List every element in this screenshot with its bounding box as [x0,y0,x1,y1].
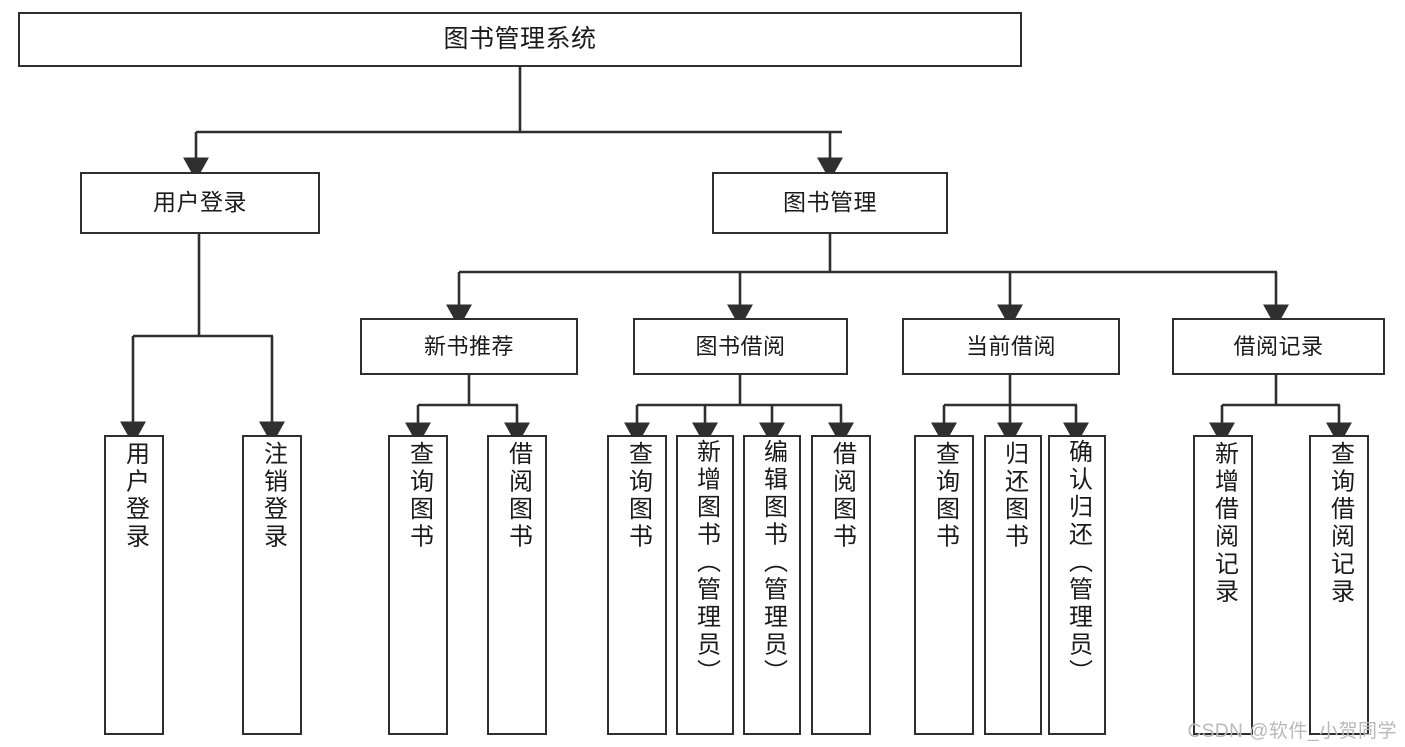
leaf-return-book[interactable]: 归还图书 [984,435,1042,735]
node-label: 查询借阅记录 [1326,441,1354,606]
leaf-confirm-return-admin[interactable]: 确认归还（管理员） [1048,435,1106,735]
leaf-user-logout[interactable]: 注销登录 [242,435,302,735]
edge-group-book-borrow [624,375,854,446]
leaf-borrow-book-recommend[interactable]: 借阅图书 [487,435,547,735]
node-book-management[interactable]: 图书管理 [712,172,948,234]
leaf-user-login[interactable]: 用户登录 [104,435,164,735]
node-label: 借阅图书 [504,441,532,551]
node-label: 查询图书 [405,441,433,551]
node-label: 借阅记录 [1233,333,1324,359]
node-label: 用户登录 [153,189,247,216]
node-label: 新书推荐 [423,333,514,359]
node-root-book-management-system[interactable]: 图书管理系统 [18,12,1022,67]
node-label: 查询图书 [624,441,652,551]
edge-group-current-borrow [931,375,1089,446]
node-label: 确认归还（管理员） [1064,439,1092,687]
node-label: 图书管理系统 [443,24,597,53]
node-label: 用户登录 [121,441,149,551]
leaf-add-book-admin[interactable]: 新增图书（管理员） [676,435,734,735]
node-label: 注销登录 [259,441,287,551]
edge-group-new-book [405,375,530,446]
watermark-text: CSDN @软件_小贺同学 [1187,721,1397,742]
node-borrow-record[interactable]: 借阅记录 [1172,318,1385,375]
leaf-query-book-recommend[interactable]: 查询图书 [388,435,448,735]
leaf-borrow-book[interactable]: 借阅图书 [811,435,871,735]
node-label: 新增图书（管理员） [692,439,720,687]
leaf-query-borrow-record[interactable]: 查询借阅记录 [1309,435,1369,735]
node-label: 图书借阅 [695,333,786,359]
node-label: 归还图书 [1000,441,1028,551]
node-user-login[interactable]: 用户登录 [80,172,320,234]
node-label: 新增借阅记录 [1210,441,1238,606]
leaf-query-book-current[interactable]: 查询图书 [914,435,974,735]
edge-group-root [183,67,843,181]
node-label: 查询图书 [931,441,959,551]
node-book-borrow[interactable]: 图书借阅 [633,318,848,375]
node-label: 图书管理 [783,189,877,216]
node-label: 编辑图书（管理员） [759,439,787,687]
edge-group-borrow-record [1209,375,1352,446]
node-label: 借阅图书 [828,441,856,551]
edge-group-book-manage [446,234,1289,328]
leaf-query-book[interactable]: 查询图书 [607,435,667,735]
edge-group-user-login [120,234,285,445]
leaf-edit-book-admin[interactable]: 编辑图书（管理员） [743,435,801,735]
node-current-borrow[interactable]: 当前借阅 [902,318,1120,375]
node-label: 当前借阅 [965,333,1056,359]
node-new-book-recommend[interactable]: 新书推荐 [360,318,578,375]
leaf-add-borrow-record[interactable]: 新增借阅记录 [1193,435,1253,735]
